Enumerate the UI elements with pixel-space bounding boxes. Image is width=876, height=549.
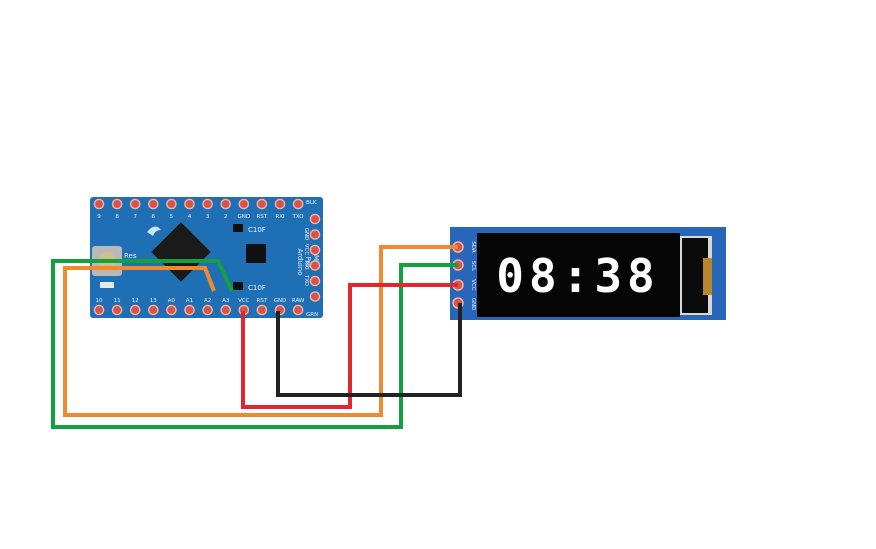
pin-header xyxy=(309,213,321,225)
pin-header xyxy=(93,198,105,210)
oled-pin-label: SDA xyxy=(470,241,476,253)
wire-orange-a2-to-sda xyxy=(63,245,458,417)
pin-label: VCC xyxy=(238,298,250,304)
pin-label: 5 xyxy=(170,214,174,220)
pin-header xyxy=(256,304,268,316)
pin-header xyxy=(184,198,195,210)
pin-label: RXI xyxy=(303,260,309,270)
capacitor-label: C10F xyxy=(248,226,266,234)
pin-header xyxy=(147,304,159,316)
wire-green-a3-to-scl xyxy=(51,259,458,429)
pin-header xyxy=(111,304,123,316)
pin-label: 10 xyxy=(96,298,103,304)
pin-header xyxy=(147,198,159,210)
wire-black-gnd xyxy=(276,303,462,397)
pin-label: 2 xyxy=(224,214,228,220)
pin-label: 11 xyxy=(114,298,121,304)
arduino-pcb xyxy=(90,197,323,318)
pin-header xyxy=(274,198,286,210)
pin-label: A0 xyxy=(168,298,176,304)
pin-label: RAW xyxy=(292,298,305,304)
pin-header xyxy=(111,198,123,210)
pin-header xyxy=(129,304,141,316)
pin-label: 13 xyxy=(150,298,157,304)
pin-label: 7 xyxy=(133,214,137,220)
wire-red-vcc xyxy=(241,283,458,409)
pin-header xyxy=(184,304,195,316)
pin-label: RXI xyxy=(275,214,285,220)
pin-label: A2 xyxy=(204,298,211,304)
pin-label: 12 xyxy=(132,298,139,304)
logo-icon xyxy=(147,226,161,236)
pin-label: RST xyxy=(257,298,268,304)
pin-label: BLK xyxy=(306,200,317,206)
regulator-chip xyxy=(246,244,266,263)
pin-label: 8 xyxy=(115,214,119,220)
smd-component xyxy=(233,282,243,290)
pin-label: A3 xyxy=(222,298,230,304)
oled-pin-label: SCL xyxy=(470,261,476,272)
pin-header xyxy=(292,198,304,210)
pin-label: A1 xyxy=(186,298,193,304)
pin-header xyxy=(309,260,321,271)
pin-label: 3 xyxy=(206,214,210,220)
reset-label: Res xyxy=(124,252,137,260)
pin-header xyxy=(292,304,304,316)
pin-header xyxy=(166,198,177,210)
pin-label: 9 xyxy=(97,214,101,220)
wires xyxy=(51,245,462,429)
pin-label: 6 xyxy=(152,214,156,220)
pin-label: TXO xyxy=(292,214,305,220)
pin-label: GND xyxy=(237,214,250,220)
pin-header xyxy=(93,304,105,316)
flex-cable xyxy=(703,258,712,295)
pin-header xyxy=(220,198,231,210)
pin-header xyxy=(202,198,213,210)
pin-header xyxy=(256,198,268,210)
pin-header xyxy=(220,304,231,316)
oled-pin-label: VCC xyxy=(470,279,476,291)
board-name-line: Pro xyxy=(304,256,312,267)
pin-label: GRN xyxy=(306,312,318,318)
pin-header xyxy=(202,304,213,316)
oled-screen xyxy=(477,233,680,317)
led xyxy=(100,282,114,288)
pin-label: 4 xyxy=(188,214,192,220)
oled-display-module: 08:38 SDA SCL VCC GND xyxy=(450,227,726,320)
capacitor-label: C10F xyxy=(248,284,266,292)
pin-header xyxy=(309,291,321,302)
pin-header xyxy=(166,304,177,316)
pin-label: TXO xyxy=(303,274,309,287)
pin-label: VCC xyxy=(303,244,309,256)
pin-header xyxy=(309,244,321,256)
arduino-pro-mini-board: C10F C10F Res Arduino Pro Mini 98765432G… xyxy=(90,197,323,318)
pin-header xyxy=(309,275,321,287)
board-name-line: Arduino xyxy=(296,248,304,275)
pin-header xyxy=(129,198,141,210)
oled-pin-label: GND xyxy=(470,298,476,311)
pin-label: GND xyxy=(274,298,287,304)
pin-label: RST xyxy=(257,214,268,220)
smd-component xyxy=(233,224,243,232)
oled-time-display: 08:38 xyxy=(496,249,659,303)
pin-header xyxy=(309,229,321,240)
pin-label: GND xyxy=(303,228,309,241)
pin-header xyxy=(238,198,250,210)
